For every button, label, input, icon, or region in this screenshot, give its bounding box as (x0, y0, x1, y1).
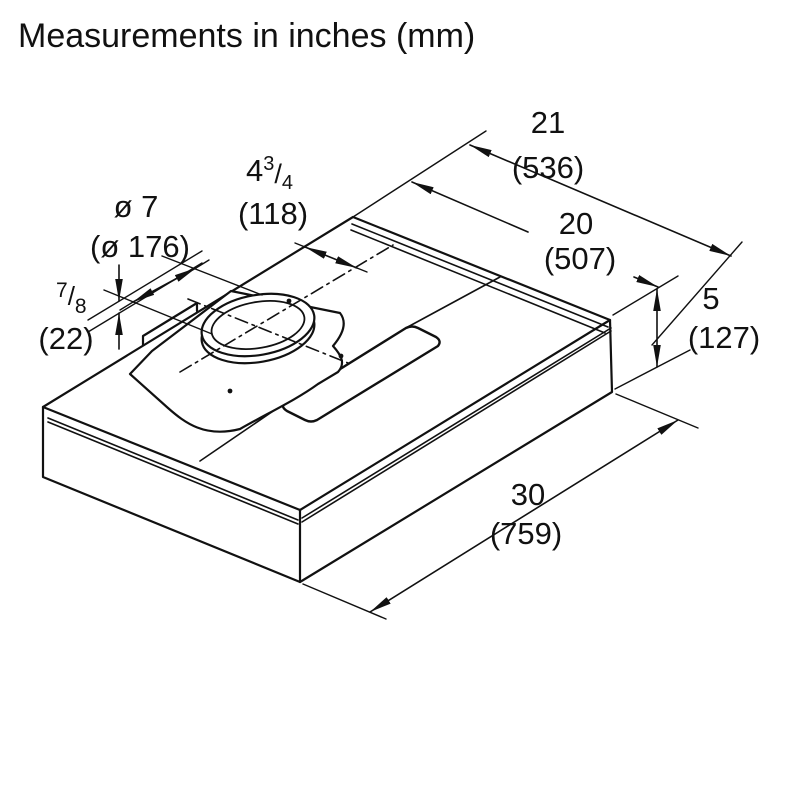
ext-line-north-corner (352, 130, 487, 218)
label-30-inches: 30 (511, 477, 545, 512)
dim-line-30 (369, 419, 679, 613)
centerline-axis-b (179, 244, 394, 373)
ext-line-east-bottom (614, 349, 691, 390)
duct-collar (200, 292, 316, 365)
label-78-mm: (22) (38, 321, 93, 356)
dim-line-20-right (633, 275, 659, 288)
dim-475-overshoot-right (356, 267, 368, 273)
dimension-width (302, 393, 699, 620)
label-5-inches: 5 (702, 281, 719, 316)
ext-line-30-left (302, 583, 387, 620)
hood-body (41, 215, 614, 584)
back-rim-line-1 (351, 223, 609, 328)
label-5-mm: (127) (688, 320, 760, 355)
dimension-duct-offset (294, 242, 368, 273)
dimension-height (614, 288, 691, 390)
label-30-mm: (759) (490, 516, 562, 551)
hole-dot-1 (227, 388, 233, 394)
top-seam-back (403, 276, 501, 330)
front-left-rim-line-2 (47, 421, 299, 525)
ext-line-30-right (615, 393, 699, 429)
centerline-axis-a (187, 298, 349, 364)
label-21-mm: (536) (512, 150, 584, 185)
dimension-depth-total (352, 130, 743, 346)
dim-line-21 (469, 144, 732, 257)
label-dia7-mm: (ø 176) (90, 229, 190, 264)
dim-line-475 (304, 246, 358, 269)
damper-tab (281, 325, 441, 423)
back-rim-line-2 (350, 229, 606, 334)
label-dia7-inches: ø 7 (114, 189, 159, 224)
label-475-inches: 43/4 (246, 153, 293, 194)
label-475-mm: (118) (238, 196, 308, 231)
hole-dot-3 (338, 353, 344, 359)
label-21-inches: 21 (531, 105, 565, 140)
hole-dot-2 (286, 298, 292, 304)
dim-dia-overshoot-upper (195, 259, 210, 269)
dim-475-overshoot-left (294, 242, 306, 248)
front-left-rim-line-1 (47, 417, 299, 521)
dim-line-20-left (411, 181, 529, 233)
dim-line-dia7 (132, 267, 197, 303)
ext-line-east-top (612, 275, 679, 316)
ext-line-21-right (651, 241, 743, 346)
page-title: Measurements in inches (mm) (18, 17, 475, 55)
label-78-inches: 7/8 (56, 279, 87, 318)
ext-line-dia-upper (161, 255, 263, 296)
dimension-depth-top (411, 181, 679, 316)
label-20-inches: 20 (559, 206, 593, 241)
rear-lip (141, 301, 199, 347)
dim-dia-overshoot-lower (119, 301, 134, 311)
label-20-mm: (507) (544, 241, 616, 276)
